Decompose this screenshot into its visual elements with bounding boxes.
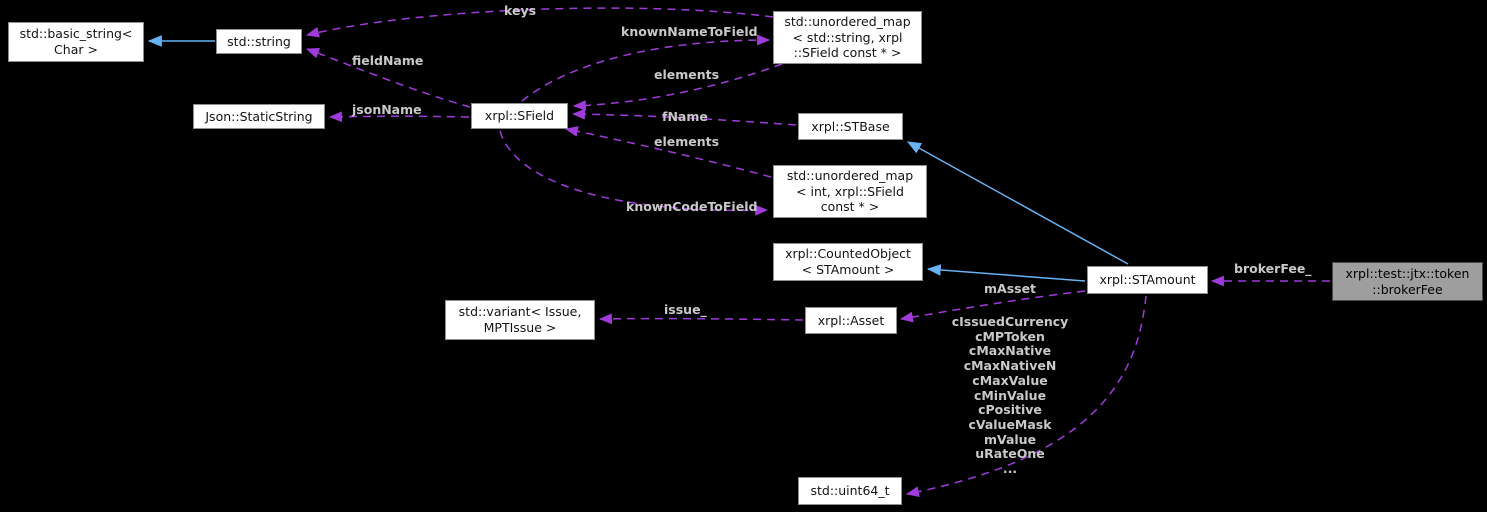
node-json-staticstring[interactable]: Json::StaticString xyxy=(193,104,325,129)
node-std-uint64-t[interactable]: std::uint64_t xyxy=(798,477,902,505)
edge-stamount-countedobject xyxy=(926,264,1086,282)
node-xrpl-countedobject-stamount[interactable]: xrpl::CountedObject < STAmount > xyxy=(773,243,923,281)
edge-label-brokerfee: brokerFee_ xyxy=(1234,261,1312,276)
edge-label-elements-bottom: elements xyxy=(654,134,720,149)
edge-label-masset: mAsset xyxy=(984,281,1037,296)
edge-label-jsonname: jsonName xyxy=(352,102,422,117)
node-xrpl-test-jtx-token-brokerfee[interactable]: xrpl::test::jtx::token ::brokerFee xyxy=(1332,262,1483,301)
edge-label-issue: issue_ xyxy=(664,302,707,317)
node-xrpl-sfield[interactable]: xrpl::SField xyxy=(471,103,568,129)
edge-label-fieldname: fieldName xyxy=(352,53,424,68)
node-unordered-map-string-sfield[interactable]: std::unordered_map < std::string, xrpl :… xyxy=(773,11,922,64)
node-std-variant-issue-mptissue[interactable]: std::variant< Issue, MPTIssue > xyxy=(445,300,595,340)
node-unordered-map-int-sfield[interactable]: std::unordered_map < int, xrpl::SField c… xyxy=(773,165,927,218)
edge-label-elements-top: elements xyxy=(654,67,720,82)
node-std-basic-string[interactable]: std::basic_string< Char > xyxy=(8,22,144,62)
edge-label-keys: keys xyxy=(504,3,537,18)
node-xrpl-asset[interactable]: xrpl::Asset xyxy=(805,307,897,334)
edge-label-fname: fName xyxy=(662,109,708,124)
node-xrpl-stbase[interactable]: xrpl::STBase xyxy=(798,113,903,140)
edge-issue xyxy=(598,313,804,325)
edge-knownnametofield xyxy=(521,34,771,102)
edge-label-knowncodetofield: knownCodeToField xyxy=(626,199,758,214)
node-std-string[interactable]: std::string xyxy=(216,29,302,54)
edge-stamount-stbase xyxy=(906,141,1129,265)
edge-label-knownnametofield: knownNameToField xyxy=(621,24,758,39)
node-xrpl-stamount[interactable]: xrpl::STAmount xyxy=(1087,266,1208,294)
edge-label-stamount-uint64-members: cIssuedCurrency cMPToken cMaxNative cMax… xyxy=(951,314,1069,477)
